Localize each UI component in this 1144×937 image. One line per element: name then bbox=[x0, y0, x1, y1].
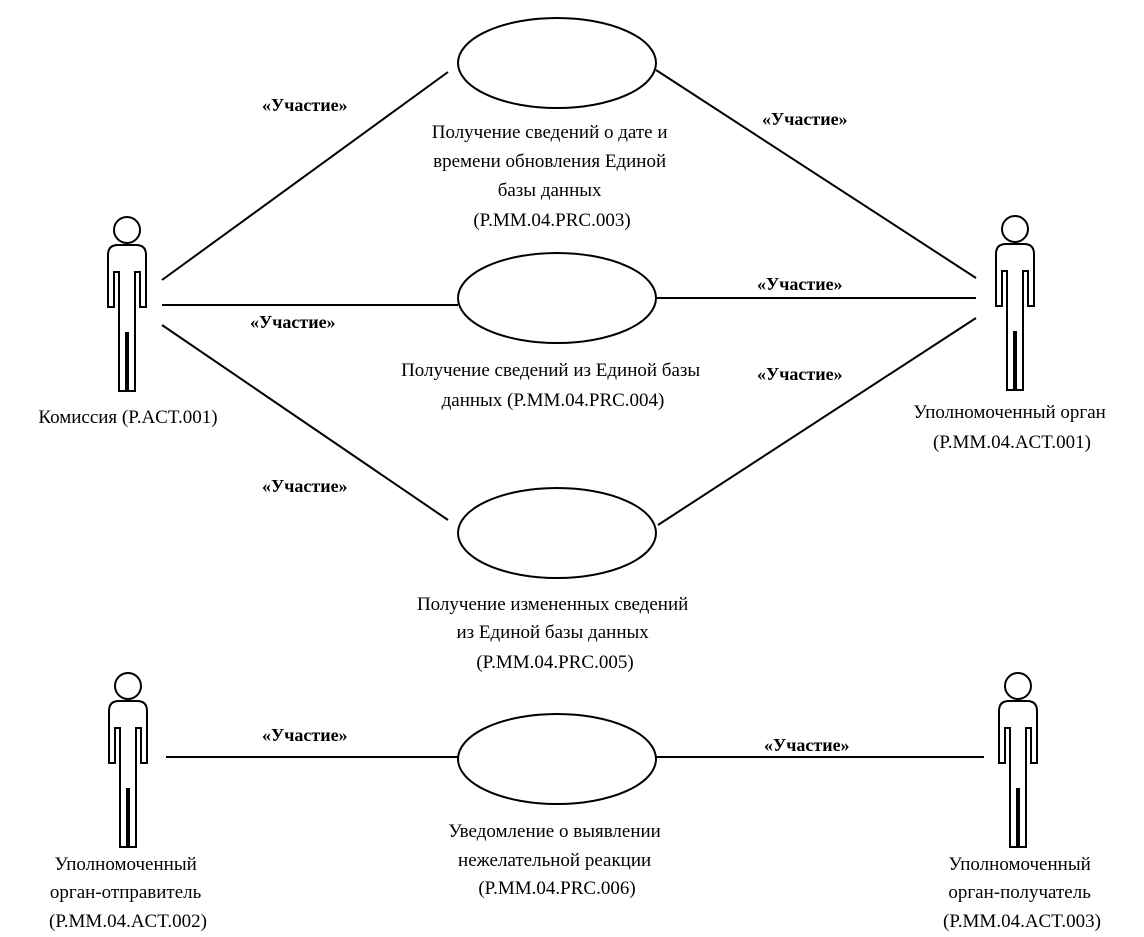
actor-authority-label: Уполномоченный орган (P.MM.04.ACT.001) bbox=[913, 402, 1110, 453]
usecase-prc006-label-line: нежелательной реакции bbox=[458, 850, 651, 871]
actor-sender-icon bbox=[108, 672, 148, 848]
usecase-prc004-label-line: Получение сведений из Единой базы bbox=[401, 360, 700, 381]
usecase-prc003-ellipse bbox=[457, 17, 657, 109]
actor-sender-label-line: (P.MM.04.ACT.002) bbox=[49, 911, 207, 932]
usecase-prc003-label-line: базы данных bbox=[498, 180, 602, 201]
usecase-prc006-label: Уведомление о выявлении нежелательной ре… bbox=[448, 821, 665, 899]
usecase-prc004-ellipse bbox=[457, 252, 657, 344]
actor-receiver-label: Уполномоченный орган-получатель (P.MM.04… bbox=[943, 854, 1101, 932]
actor-authority-icon bbox=[995, 215, 1035, 391]
stereotype-label-receiver-prc006: «Участие» bbox=[764, 735, 850, 755]
usecase-prc005-ellipse bbox=[457, 487, 657, 579]
usecase-prc005-label: Получение измененных сведений из Единой … bbox=[417, 594, 693, 673]
actor-commission-label-line: Комиссия (P.ACT.001) bbox=[38, 407, 217, 428]
usecase-prc003-label: Получение сведений о дате и времени обно… bbox=[432, 122, 673, 231]
usecase-prc003-label-line: Получение сведений о дате и bbox=[432, 122, 668, 143]
actor-receiver-label-line: орган-получатель bbox=[948, 882, 1091, 903]
actor-sender-label: Уполномоченный орган-отправитель (P.MM.0… bbox=[49, 854, 207, 932]
actor-authority-label-line: Уполномоченный орган bbox=[913, 402, 1105, 423]
stereotype-label-commission-prc003: «Участие» bbox=[262, 95, 348, 115]
actor-receiver-icon bbox=[998, 672, 1038, 848]
actor-authority-label-line: (P.MM.04.ACT.001) bbox=[933, 432, 1091, 453]
usecase-prc003-label-line: времени обновления Единой bbox=[433, 151, 666, 172]
actor-commission-label: Комиссия (P.ACT.001) bbox=[38, 407, 217, 428]
usecase-prc006-ellipse bbox=[457, 713, 657, 805]
stereotype-label-sender-prc006: «Участие» bbox=[262, 725, 348, 745]
usecase-prc006-label-line: (P.MM.04.PRC.006) bbox=[478, 878, 635, 899]
actor-sender-label-line: орган-отправитель bbox=[50, 882, 202, 903]
assoc-authority-prc003 bbox=[655, 69, 977, 279]
assoc-authority-prc005 bbox=[657, 317, 977, 526]
actor-receiver-label-line: Уполномоченный bbox=[948, 854, 1090, 875]
actor-commission-icon bbox=[107, 216, 147, 392]
usecase-prc004-label-line: данных (P.MM.04.PRC.004) bbox=[442, 390, 665, 411]
usecase-prc005-label-line: (P.MM.04.PRC.005) bbox=[476, 652, 633, 673]
stereotype-label-authority-prc003: «Участие» bbox=[762, 109, 848, 129]
usecase-prc005-label-line: Получение измененных сведений bbox=[417, 594, 688, 615]
usecase-prc006-label-line: Уведомление о выявлении bbox=[448, 821, 660, 842]
usecase-prc005-label-line: из Единой базы данных bbox=[456, 622, 649, 643]
stereotype-label-authority-prc005: «Участие» bbox=[757, 364, 843, 384]
usecase-prc003-label-line: (P.MM.04.PRC.003) bbox=[473, 210, 630, 231]
stereotype-label-commission-prc005: «Участие» bbox=[262, 476, 348, 496]
assoc-commission-prc005 bbox=[161, 324, 449, 521]
actor-receiver-label-line: (P.MM.04.ACT.003) bbox=[943, 911, 1101, 932]
actor-sender-label-line: Уполномоченный bbox=[54, 854, 196, 875]
stereotype-label-authority-prc004: «Участие» bbox=[757, 274, 843, 294]
usecase-prc004-label: Получение сведений из Единой базы данных… bbox=[401, 360, 705, 411]
stereotype-label-commission-prc004: «Участие» bbox=[250, 312, 336, 332]
assoc-commission-prc003 bbox=[161, 71, 449, 281]
